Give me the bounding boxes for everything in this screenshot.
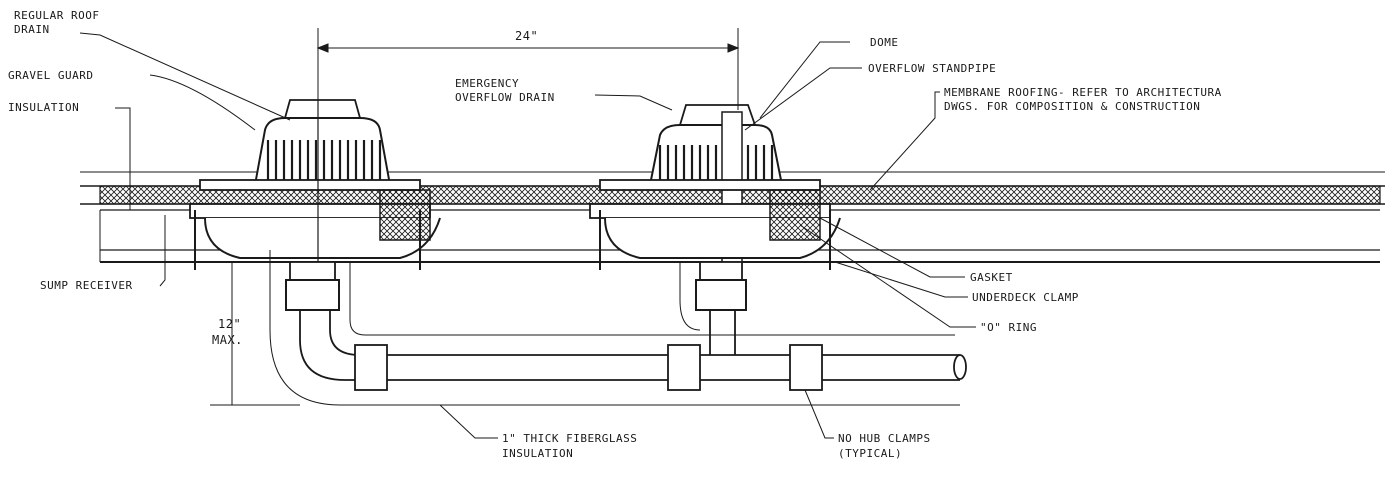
label-dome: DOME bbox=[870, 36, 899, 49]
label-emergency-line1: EMERGENCY bbox=[455, 77, 520, 90]
label-fiberglass-line2: INSULATION bbox=[502, 447, 574, 460]
label-height-max: MAX. bbox=[212, 333, 243, 347]
label-spacing: 24" bbox=[515, 29, 539, 43]
dimension-lines bbox=[210, 28, 740, 406]
label-membrane-line1: MEMBRANE ROOFING- REFER TO ARCHITECTURA bbox=[944, 86, 1222, 99]
leader-lines bbox=[79, 32, 976, 439]
label-regular-roof-drain-line1: REGULAR ROOF bbox=[14, 9, 100, 22]
label-height-value: 12" bbox=[218, 317, 242, 331]
label-underdeck-clamp: UNDERDECK CLAMP bbox=[972, 291, 1079, 304]
label-no-hub-clamps-line1: NO HUB CLAMPS bbox=[838, 432, 931, 445]
regular-roof-drain bbox=[189, 99, 441, 311]
label-membrane-line2: DWGS. FOR COMPOSITION & CONSTRUCTION bbox=[944, 100, 1201, 113]
label-regular-roof-drain-line2: DRAIN bbox=[14, 23, 50, 36]
label-o-ring: "O" RING bbox=[980, 321, 1037, 334]
label-no-hub-clamps-line2: (TYPICAL) bbox=[838, 447, 903, 460]
label-overflow-standpipe: OVERFLOW STANDPIPE bbox=[868, 62, 997, 75]
no-hub-clamps bbox=[354, 344, 823, 391]
label-gravel-guard: GRAVEL GUARD bbox=[8, 69, 94, 82]
label-insulation: INSULATION bbox=[8, 101, 80, 114]
label-gasket: GASKET bbox=[970, 271, 1013, 284]
label-sump-receiver: SUMP RECEIVER bbox=[40, 279, 133, 292]
label-fiberglass-line1: 1" THICK FIBERGLASS bbox=[502, 432, 638, 445]
emergency-overflow-drain bbox=[589, 104, 841, 311]
label-emergency-line2: OVERFLOW DRAIN bbox=[455, 91, 555, 104]
